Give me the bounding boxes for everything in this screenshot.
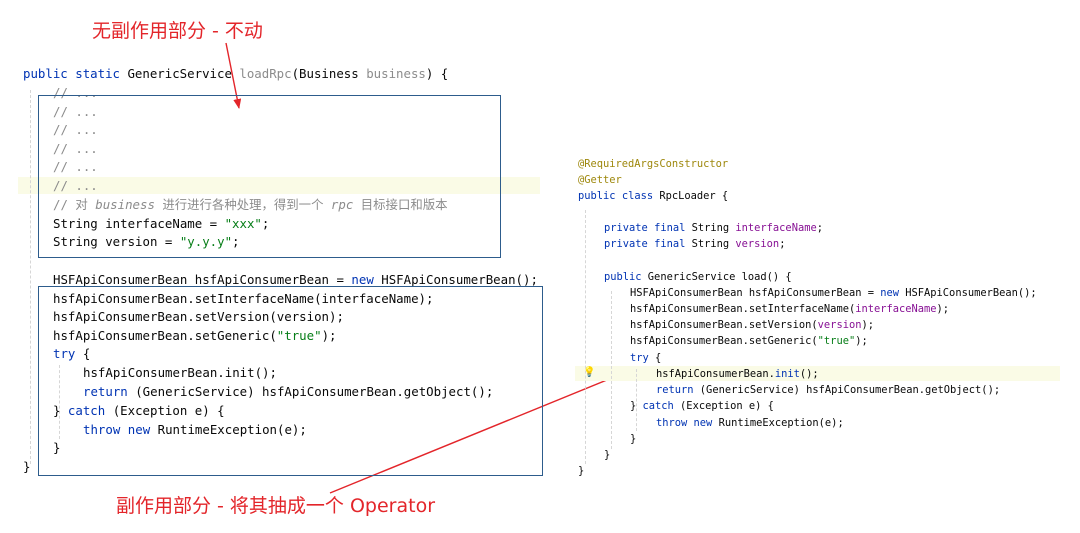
right-line-15: throw new RuntimeException(e); — [656, 417, 844, 429]
right-line-7: HSFApiConsumerBean hsfApiConsumerBean = … — [630, 287, 1037, 299]
bottom-annotation: 副作用部分 - 将其抽成一个 Operator — [116, 495, 436, 517]
left-comment-3: // ... — [53, 122, 98, 137]
left-line-8: // 对 business 进行进行各种处理，得到一个 rpc 目标接口和版本 — [53, 197, 448, 212]
right-indent-guide — [585, 210, 586, 464]
right-line-6: public GenericService load() { — [604, 271, 792, 283]
left-line-12: hsfApiConsumerBean.setInterfaceName(inte… — [53, 291, 434, 306]
left-comment-6: // ... — [53, 178, 98, 193]
left-indent-guide — [30, 90, 31, 464]
right-line-14: } catch (Exception e) { — [630, 400, 774, 412]
bottom-arrow — [329, 372, 625, 494]
left-line-16: hsfApiConsumerBean.init(); — [83, 365, 277, 380]
right-line-10: hsfApiConsumerBean.setGeneric("true"); — [630, 335, 868, 347]
right-line-18: } — [578, 465, 585, 477]
left-comment-2: // ... — [53, 104, 98, 119]
right-line-4: private final String interfaceName; — [604, 222, 823, 234]
right-indent-guide-2 — [611, 291, 612, 449]
no-side-effect-box — [38, 95, 501, 258]
left-comment-4: // ... — [53, 141, 98, 156]
right-line-17: } — [604, 449, 611, 461]
right-line-2: @Getter — [578, 174, 622, 186]
left-line-18: } catch (Exception e) { — [53, 403, 225, 418]
right-line-12: hsfApiConsumerBean.init(); — [656, 368, 819, 380]
left-line-1: public static GenericService loadRpc(Bus… — [23, 66, 449, 81]
left-line-19: throw new RuntimeException(e); — [83, 422, 307, 437]
left-line-11: HSFApiConsumerBean hsfApiConsumerBean = … — [53, 272, 538, 287]
left-line-14: hsfApiConsumerBean.setGeneric("true"); — [53, 328, 337, 343]
right-line-1: @RequiredArgsConstructor — [578, 158, 729, 170]
right-line-11: try { — [630, 352, 662, 364]
right-line-8: hsfApiConsumerBean.setInterfaceName(inte… — [630, 303, 950, 315]
left-line-21: } — [23, 459, 31, 474]
right-highlight-line — [575, 366, 1060, 381]
left-highlight-line — [18, 177, 540, 194]
top-arrow — [225, 42, 242, 109]
left-line-17: return (GenericService) hsfApiConsumerBe… — [83, 384, 494, 399]
top-annotation: 无副作用部分 - 不动 — [92, 20, 263, 42]
left-line-13: hsfApiConsumerBean.setVersion(version); — [53, 309, 344, 324]
right-indent-guide-3 — [636, 369, 637, 431]
left-line-20: } — [53, 440, 61, 455]
left-indent-guide-inner — [59, 365, 60, 439]
side-effect-box — [38, 286, 543, 476]
right-line-16: } — [630, 433, 637, 445]
left-line-9: String interfaceName = "xxx"; — [53, 216, 270, 231]
right-line-5: private final String version; — [604, 238, 786, 250]
left-comment-5: // ... — [53, 159, 98, 174]
left-line-10: String version = "y.y.y"; — [53, 234, 240, 249]
right-line-9: hsfApiConsumerBean.setVersion(version); — [630, 319, 874, 331]
right-line-3: public class RpcLoader { — [578, 190, 729, 202]
lightbulb-icon[interactable]: 💡 — [583, 367, 596, 378]
right-line-13: return (GenericService) hsfApiConsumerBe… — [656, 384, 1001, 396]
left-line-15: try { — [53, 346, 91, 361]
